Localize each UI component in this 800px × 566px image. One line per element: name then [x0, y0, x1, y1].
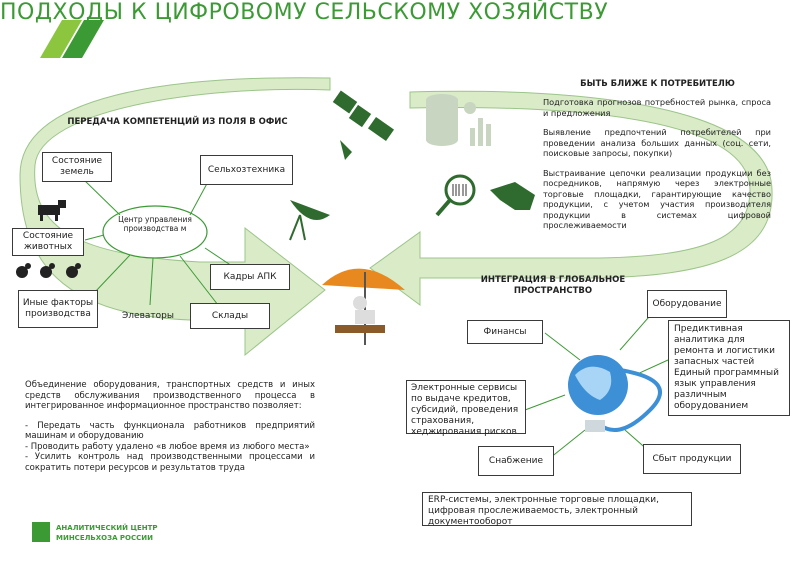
node-other-factors: Иные факторы производства	[18, 290, 98, 328]
logo-line-2: МИНСЕЛЬХОЗА РОССИИ	[56, 534, 153, 542]
bullet-3: - Усилить контроль над производственными…	[25, 452, 315, 473]
decor-stripe	[40, 20, 82, 58]
node-animals: Состояние животных	[12, 228, 84, 256]
right-top-list: Подготовка прогнозов потребностей рынка,…	[543, 97, 771, 231]
decor-stripe	[62, 20, 104, 58]
bullet-2: - Проводить работу удалено «в любое врем…	[25, 441, 310, 452]
database-chart-icon	[426, 94, 491, 146]
cow-icon	[38, 200, 66, 221]
logo-line-1: АНАЛИТИЧЕСКИЙ ЦЕНТР	[56, 524, 158, 532]
left-heading: ПЕРЕДАЧА КОМПЕТЕНЦИЙ ИЗ ПОЛЯ В ОФИС	[67, 117, 288, 127]
consumer-item-1: Подготовка прогнозов потребностей рынка,…	[543, 97, 771, 118]
antenna-icon	[289, 200, 330, 241]
node-predictive: Предиктивная аналитика для ремонта и лог…	[668, 320, 790, 416]
right-loop-arrow	[369, 90, 773, 306]
right-bottom-heading: ИНТЕГРАЦИЯ В ГЛОБАЛЬНОЕ ПРОСТРАНСТВО	[480, 275, 626, 296]
left-description: Объединение оборудования, транспортных с…	[25, 380, 315, 473]
consumer-item-3: Выстраивание цепочки реализации продукци…	[543, 167, 771, 231]
barcode-search-icon	[435, 174, 476, 217]
globe-network-icon	[568, 355, 662, 432]
logo-icon	[32, 522, 50, 542]
center-label: Центр управления производства м	[118, 215, 192, 233]
node-soil: Состояние земель	[42, 152, 112, 182]
node-supply: Снабжение	[478, 446, 554, 476]
right-top-heading: БЫТЬ БЛИЖЕ К ПОТРЕБИТЕЛЮ	[580, 79, 735, 89]
handshake-icon	[490, 182, 535, 210]
satellite-icon	[332, 90, 395, 160]
node-warehouses: Склады	[190, 303, 270, 329]
node-eservices: Электронные сервисы по выдаче кредитов, …	[406, 380, 526, 437]
logo-text: АНАЛИТИЧЕСКИЙ ЦЕНТР МИНСЕЛЬХОЗА РОССИИ	[56, 523, 158, 543]
node-machinery: Сельхозтехника	[200, 155, 293, 185]
node-equipment: Оборудование	[647, 290, 727, 318]
person-umbrella-icon	[322, 268, 405, 345]
center-ellipse	[102, 205, 208, 259]
node-erp: ERP-системы, электронные торговые площад…	[422, 492, 692, 527]
consumer-item-2: Выявление предпочтений потребителей при …	[543, 127, 771, 158]
description-intro: Объединение оборудования, транспортных с…	[25, 380, 315, 411]
bullet-1: - Передать часть функционала работников …	[25, 420, 315, 442]
node-sales: Сбыт продукции	[643, 444, 741, 474]
node-personnel: Кадры АПК	[210, 264, 290, 290]
node-elevators: Элеваторы	[122, 310, 174, 321]
chickens-icon	[16, 263, 81, 278]
node-finance: Финансы	[467, 320, 543, 344]
connectors-left	[81, 177, 236, 306]
